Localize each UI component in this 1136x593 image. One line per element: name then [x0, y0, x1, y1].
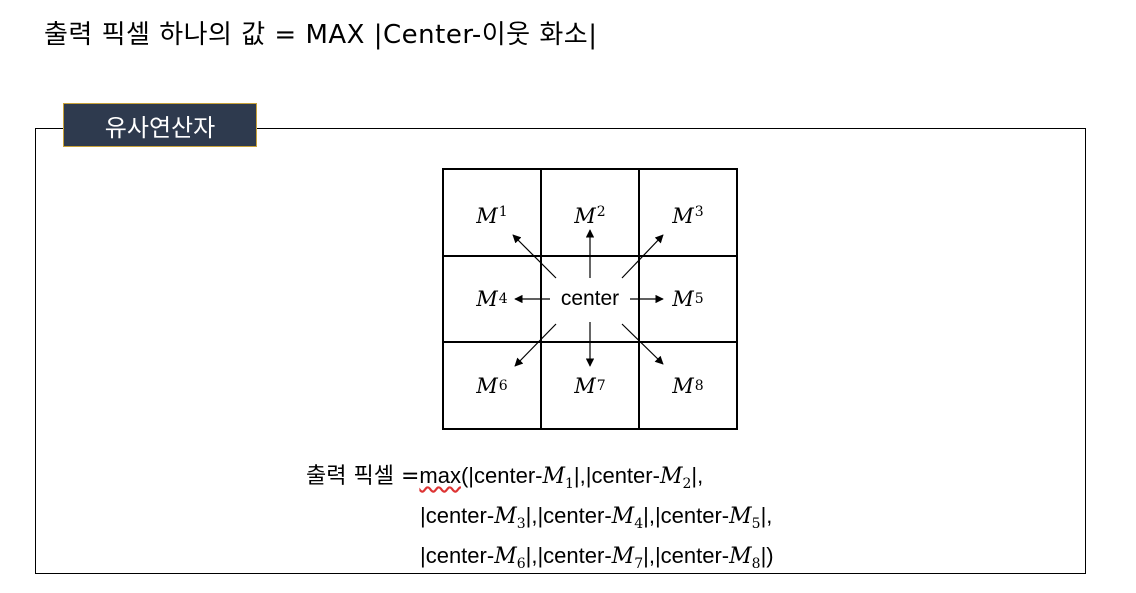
section-tag: 유사연산자: [63, 103, 257, 147]
max-formula: 출력 픽셀 =max(|center-M1|,|center-M2|, |cen…: [306, 460, 774, 580]
cell-center: center: [541, 255, 639, 343]
formula-line-3: |center-M6|,|center-M7|,|center-M8|): [420, 543, 774, 572]
section-frame: [35, 128, 1086, 574]
formula-line-1: 출력 픽셀 =max(|center-M1|,|center-M2|,: [306, 463, 704, 492]
page-title: 출력 픽셀 하나의 값 = MAX |Center-이웃 화소|: [44, 20, 598, 50]
formula-line-2: |center-M3|,|center-M4|,|center-M5|,: [420, 503, 773, 532]
center-label: center: [558, 286, 622, 311]
